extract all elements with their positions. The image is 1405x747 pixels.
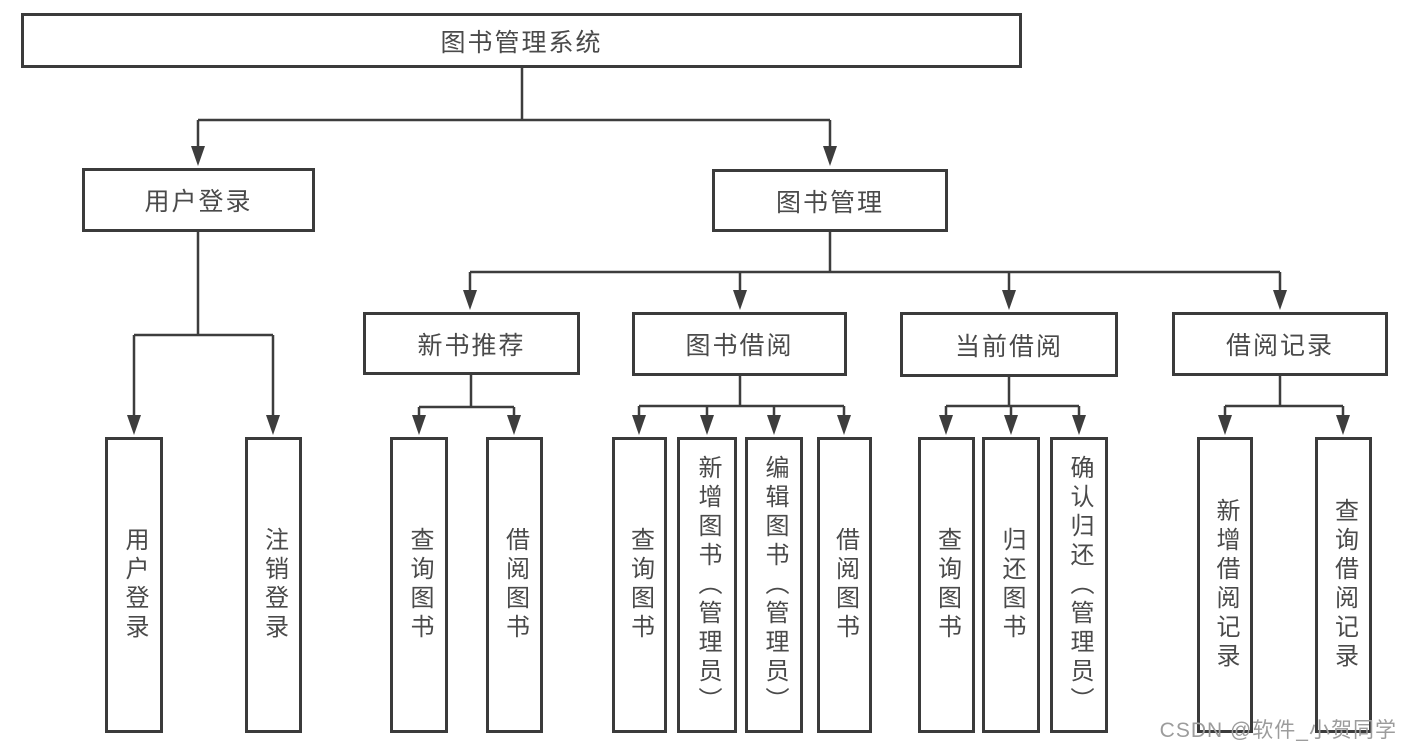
arrowhead bbox=[837, 415, 851, 435]
node-borrow-records-label: 借阅记录 bbox=[1225, 332, 1334, 360]
arrowhead bbox=[632, 415, 646, 435]
arrowhead bbox=[507, 415, 521, 435]
leaf-bb-borrow-books-label: 借阅图书 bbox=[831, 527, 859, 643]
leaf-br-query-record-label: 查询借阅记录 bbox=[1330, 498, 1358, 672]
connector-book-mgmt bbox=[468, 232, 1282, 295]
leaf-cb-query-books-label: 查询图书 bbox=[933, 527, 961, 643]
arrowhead bbox=[1002, 290, 1016, 310]
node-borrow-records: 借阅记录 bbox=[1172, 312, 1388, 376]
arrowhead bbox=[939, 415, 953, 435]
leaf-bb-add-books-admin-label: 新增图书（管理员） bbox=[694, 454, 721, 716]
node-current-borrow: 当前借阅 bbox=[900, 312, 1118, 377]
arrowhead bbox=[266, 415, 280, 435]
arrowhead bbox=[191, 146, 205, 166]
node-current-borrow-label: 当前借阅 bbox=[954, 332, 1063, 361]
connector-user-login bbox=[132, 232, 275, 420]
arrowhead bbox=[1218, 415, 1232, 435]
arrowhead bbox=[1273, 290, 1287, 310]
arrowhead bbox=[700, 415, 714, 435]
leaf-logout-label: 注销登录 bbox=[260, 527, 288, 643]
leaf-cb-return-books: 归还图书 bbox=[982, 437, 1040, 733]
connector-borrow-records bbox=[1223, 376, 1345, 420]
leaf-nbr-query-books-label: 查询图书 bbox=[406, 527, 433, 643]
leaf-nbr-borrow-books-label: 借阅图书 bbox=[501, 527, 529, 643]
connector-root bbox=[196, 68, 832, 150]
connector-book-borrow bbox=[637, 376, 846, 420]
arrowhead bbox=[412, 415, 426, 435]
leaf-bb-edit-books-admin-label: 编辑图书（管理员） bbox=[761, 454, 788, 716]
node-new-book-rec: 新书推荐 bbox=[363, 312, 580, 375]
leaf-cb-confirm-return-admin: 确认归还（管理员） bbox=[1050, 437, 1108, 733]
leaf-bb-query-books: 查询图书 bbox=[612, 437, 667, 733]
node-book-mgmt-label: 图书管理 bbox=[775, 188, 884, 217]
connector-current-borrow bbox=[944, 377, 1081, 420]
leaf-bb-add-books-admin: 新增图书（管理员） bbox=[677, 437, 737, 733]
leaf-br-query-record: 查询借阅记录 bbox=[1315, 437, 1372, 733]
leaf-user-login: 用户登录 bbox=[105, 437, 163, 733]
connector-new-book-rec bbox=[417, 375, 516, 420]
arrowhead bbox=[1072, 415, 1086, 435]
leaf-bb-borrow-books: 借阅图书 bbox=[817, 437, 872, 733]
arrowhead bbox=[1004, 415, 1018, 435]
arrowhead bbox=[767, 415, 781, 435]
arrowhead bbox=[823, 146, 837, 166]
node-book-mgmt: 图书管理 bbox=[712, 169, 948, 232]
node-new-book-rec-label: 新书推荐 bbox=[417, 331, 526, 360]
arrowhead bbox=[127, 415, 141, 435]
leaf-bb-query-books-label: 查询图书 bbox=[626, 527, 654, 643]
leaf-bb-edit-books-admin: 编辑图书（管理员） bbox=[745, 437, 803, 733]
leaf-nbr-borrow-books: 借阅图书 bbox=[486, 437, 543, 733]
leaf-cb-query-books: 查询图书 bbox=[918, 437, 975, 733]
node-user-login-label: 用户登录 bbox=[144, 188, 253, 216]
arrowhead bbox=[463, 290, 477, 310]
node-user-login: 用户登录 bbox=[82, 168, 315, 232]
node-root: 图书管理系统 bbox=[21, 13, 1022, 68]
leaf-br-add-record: 新增借阅记录 bbox=[1197, 437, 1253, 733]
leaf-user-login-label: 用户登录 bbox=[121, 527, 148, 643]
leaf-cb-confirm-return-admin-label: 确认归还（管理员） bbox=[1066, 454, 1093, 716]
arrowhead bbox=[1336, 415, 1350, 435]
csdn-watermark: CSDN @软件_小贺同学 bbox=[1159, 719, 1397, 742]
node-book-borrow: 图书借阅 bbox=[632, 312, 847, 376]
node-book-borrow-label: 图书借阅 bbox=[685, 332, 794, 360]
leaf-logout: 注销登录 bbox=[245, 437, 302, 733]
leaf-cb-return-books-label: 归还图书 bbox=[998, 527, 1025, 643]
node-root-label: 图书管理系统 bbox=[440, 28, 603, 57]
leaf-nbr-query-books: 查询图书 bbox=[390, 437, 448, 733]
leaf-br-add-record-label: 新增借阅记录 bbox=[1212, 498, 1239, 672]
arrowhead bbox=[733, 290, 747, 310]
